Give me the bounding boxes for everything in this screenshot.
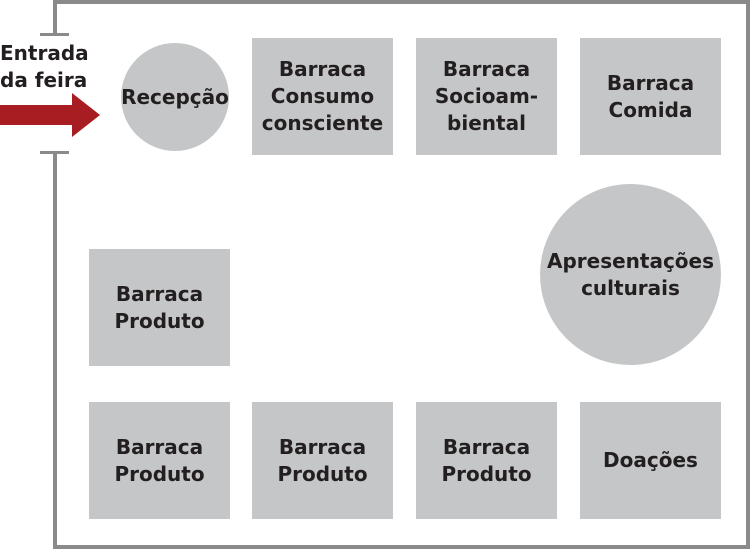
booth-produto-left-label-2: Produto — [114, 308, 205, 333]
booth-produto-2-label-2: Produto — [277, 461, 368, 486]
booth-consumo-consciente: Barraca Consumo consciente — [252, 38, 393, 155]
booth-recepcao: Recepção — [121, 43, 229, 151]
booth-produto-3: Barraca Produto — [416, 402, 557, 519]
entrance-label: Entrada da feira — [0, 40, 89, 94]
booth-doacoes: Doações — [580, 402, 721, 519]
booth-produto-left-label-1: Barraca — [115, 281, 204, 306]
bottom-wall — [53, 545, 750, 549]
booth-consumo-label-1: Barraca — [278, 57, 367, 81]
entrance-label-line-1: Entrada — [0, 41, 89, 65]
top-wall — [53, 0, 750, 4]
left-wall-lower — [53, 151, 57, 549]
booth-socio-label-3: biental — [447, 111, 526, 135]
apresentacoes-label-1: Apresentações — [546, 248, 715, 273]
left-wall-upper — [53, 0, 57, 36]
booth-produto-left: Barraca Produto — [89, 249, 230, 366]
booth-comida-label-1: Barraca — [606, 70, 695, 95]
booth-socio-label-1: Barraca — [442, 57, 531, 81]
booth-doacoes-label: Doações — [603, 448, 698, 472]
booth-produto-2: Barraca Produto — [252, 402, 393, 519]
booth-produto-1-label-2: Produto — [114, 461, 205, 486]
booth-produto-3-label-1: Barraca — [442, 434, 531, 459]
booth-produto-3-label-2: Produto — [441, 461, 532, 486]
entrance-marker-top — [40, 33, 69, 36]
entrance-marker-bottom — [40, 151, 69, 154]
entrance-arrow-shape — [0, 93, 100, 137]
booth-recepcao-label: Recepção — [121, 84, 229, 109]
entrance-arrow-icon — [0, 93, 100, 137]
booth-produto-1-label-1: Barraca — [115, 434, 204, 459]
area-apresentacoes-culturais: Apresentações culturais — [540, 184, 721, 365]
entrance-label-line-2: da feira — [0, 68, 88, 92]
booth-produto-1: Barraca Produto — [89, 402, 230, 519]
booth-socioambiental: Barraca Socioam- biental — [416, 38, 557, 155]
booth-comida-label-2: Comida — [608, 97, 693, 122]
booth-produto-2-label-1: Barraca — [278, 434, 367, 459]
booth-comida: Barraca Comida — [580, 38, 721, 155]
booth-socio-label-2: Socioam- — [434, 84, 539, 108]
booth-consumo-label-3: consciente — [261, 111, 384, 135]
booth-consumo-label-2: Consumo — [270, 84, 375, 108]
apresentacoes-label-2: culturais — [581, 275, 680, 300]
right-wall — [746, 0, 750, 549]
